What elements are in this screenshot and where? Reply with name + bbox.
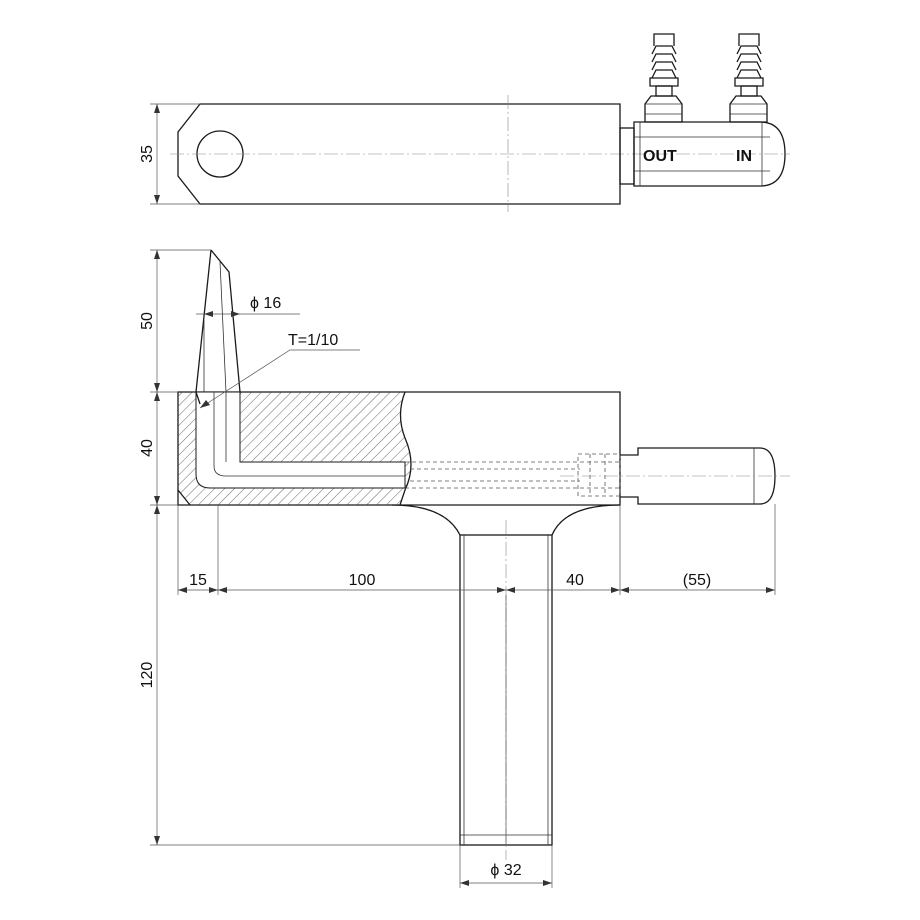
- phi32-symbol: ϕ: [490, 862, 499, 879]
- dim-phi16: ϕ 16: [196, 295, 300, 317]
- angled-pipe: [195, 249, 241, 393]
- taper-label: T=1/10: [288, 332, 338, 349]
- dim-40-vertical: 40: [139, 392, 178, 506]
- dim-35: 35: [139, 103, 200, 205]
- section-break-line: [399, 391, 412, 506]
- hose-fitting-out: [644, 33, 683, 123]
- phi16-value: 16: [263, 295, 281, 312]
- dim-50: 50: [139, 249, 211, 393]
- dim-55-label: (55): [683, 572, 711, 589]
- taper-leader: [199, 349, 360, 409]
- bore-channel: [195, 391, 406, 489]
- dim-100-label: 100: [349, 572, 376, 589]
- dim-15-label: 15: [189, 572, 207, 589]
- phi16-symbol: ϕ: [250, 295, 259, 312]
- dim-40-vertical-label: 40: [139, 439, 156, 457]
- phi32-value: 32: [504, 862, 522, 879]
- front-view: T=1/10 ϕ 16 50 40: [139, 249, 790, 888]
- dim-40-horizontal-label: 40: [566, 572, 584, 589]
- dim-phi32: ϕ 32: [459, 845, 553, 888]
- dim-50-label: 50: [139, 312, 156, 330]
- manifold-block: [619, 121, 786, 187]
- hidden-thread: [577, 453, 621, 497]
- top-view: OUT IN 35: [139, 33, 790, 212]
- dim-35-label: 35: [139, 145, 156, 163]
- dim-120: 120: [139, 505, 460, 846]
- dim-phi32-label: ϕ 32: [490, 862, 521, 879]
- fillet-right: [551, 504, 621, 536]
- port-label-in: IN: [736, 148, 752, 165]
- dim-120-label: 120: [139, 662, 156, 689]
- port-label-out: OUT: [643, 148, 677, 165]
- dim-phi16-label: ϕ 16: [250, 295, 281, 312]
- hose-fitting-in: [729, 33, 768, 123]
- fillet-left: [391, 504, 461, 536]
- dim-horizontal-chain: 15 100 40 (55): [177, 504, 776, 845]
